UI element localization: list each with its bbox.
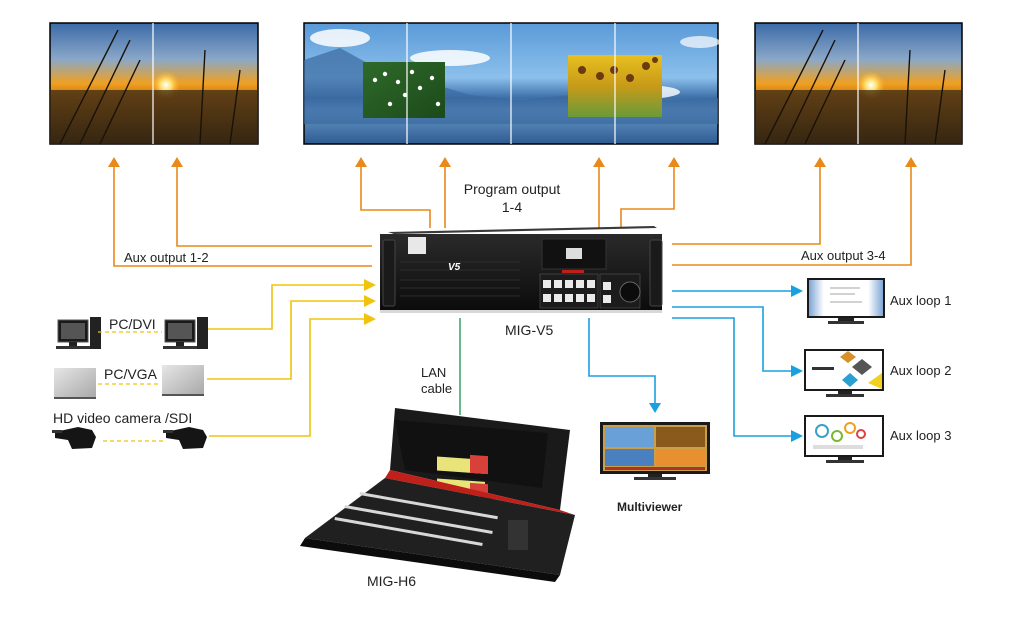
right-aux-video-wall [754,22,963,145]
arrowhead [364,313,376,325]
aux-output-3-4-label: Aux output 3-4 [801,248,886,263]
arrowhead [791,365,803,377]
aux-loop-1-label: Aux loop 1 [890,293,952,308]
pc-vga-source-left [54,368,96,399]
input-arrowheads [364,279,376,325]
pc-dvi-source-right [163,317,208,349]
laptop-icon [54,368,96,398]
rack-handle-right [649,239,663,307]
aux-loop-lines [588,290,792,437]
arrowhead [814,157,826,167]
left-aux-video-wall [49,22,259,145]
t-bar[interactable] [508,520,528,550]
aux-loop-3-monitor [804,415,884,463]
input-label-pc-dvi: PC/DVI [109,316,156,332]
rotary-knob[interactable] [619,281,641,303]
pc-dvi-source-left [56,317,101,349]
lan-label-line2: cable [421,381,453,396]
aux-output-3-4-lines [672,166,912,266]
mig-v5-processor[interactable] [380,226,663,313]
aux-loop-2-monitor [804,349,884,397]
multiviewer-monitor [600,422,710,480]
arrowhead [593,157,605,167]
arrowhead [649,403,661,413]
laptop-icon [162,365,204,395]
arrowhead [364,279,376,291]
arrowhead [791,430,803,442]
v5-badge: V5 [448,262,461,273]
video-camera-icon [166,427,207,449]
arrowhead [439,157,451,167]
lan-label-line1: LAN [421,365,447,380]
arrowhead [668,157,680,167]
function-button[interactable] [603,295,611,303]
aux-loop-1-monitor [807,278,885,324]
flower-window [363,62,445,118]
rack-handle-left [382,239,396,307]
arrowhead [171,157,183,167]
program-video-wall [303,22,720,145]
keypad[interactable] [539,273,599,309]
aux-loop-arrowheads [649,285,803,442]
arrowhead [355,157,367,167]
brand-logo-icon [408,237,426,254]
mig-h6-label: MIG-H6 [367,573,416,589]
mig-v5-label: MIG-V5 [505,322,554,338]
arrowhead [108,157,120,167]
arrowhead [791,285,803,297]
keypad-buttons[interactable] [543,280,595,302]
program-output-lines [360,166,675,228]
program-output-label-line1: Program output [463,181,561,197]
mig-h6-console[interactable] [300,408,575,582]
input-lines [206,284,365,437]
multiviewer-label: Multiviewer [617,500,683,514]
aux-output-arrowheads-right [814,157,917,167]
input-label-pc-vga: PC/VGA [104,366,157,382]
video-camera-icon [55,427,96,449]
aux-loop-2-label: Aux loop 2 [890,363,952,378]
aux-output-arrowheads-left [108,157,183,167]
program-output-arrowheads [355,157,680,167]
hd-camera-right [163,427,207,449]
input-label-hd-camera-sdi: HD video camera /SDI [53,410,193,426]
arrowhead [364,295,376,307]
arrowhead [905,157,917,167]
pc-vga-source-right [162,365,204,396]
aux-output-1-2-lines [113,166,372,267]
function-button[interactable] [603,282,611,290]
console-buttons[interactable] [334,491,498,547]
aux-loop-3-label: Aux loop 3 [890,428,952,443]
program-output-label-line2: 1-4 [501,199,523,215]
aux-output-1-2-label: Aux output 1-2 [124,250,209,265]
hd-camera-left [52,427,96,449]
